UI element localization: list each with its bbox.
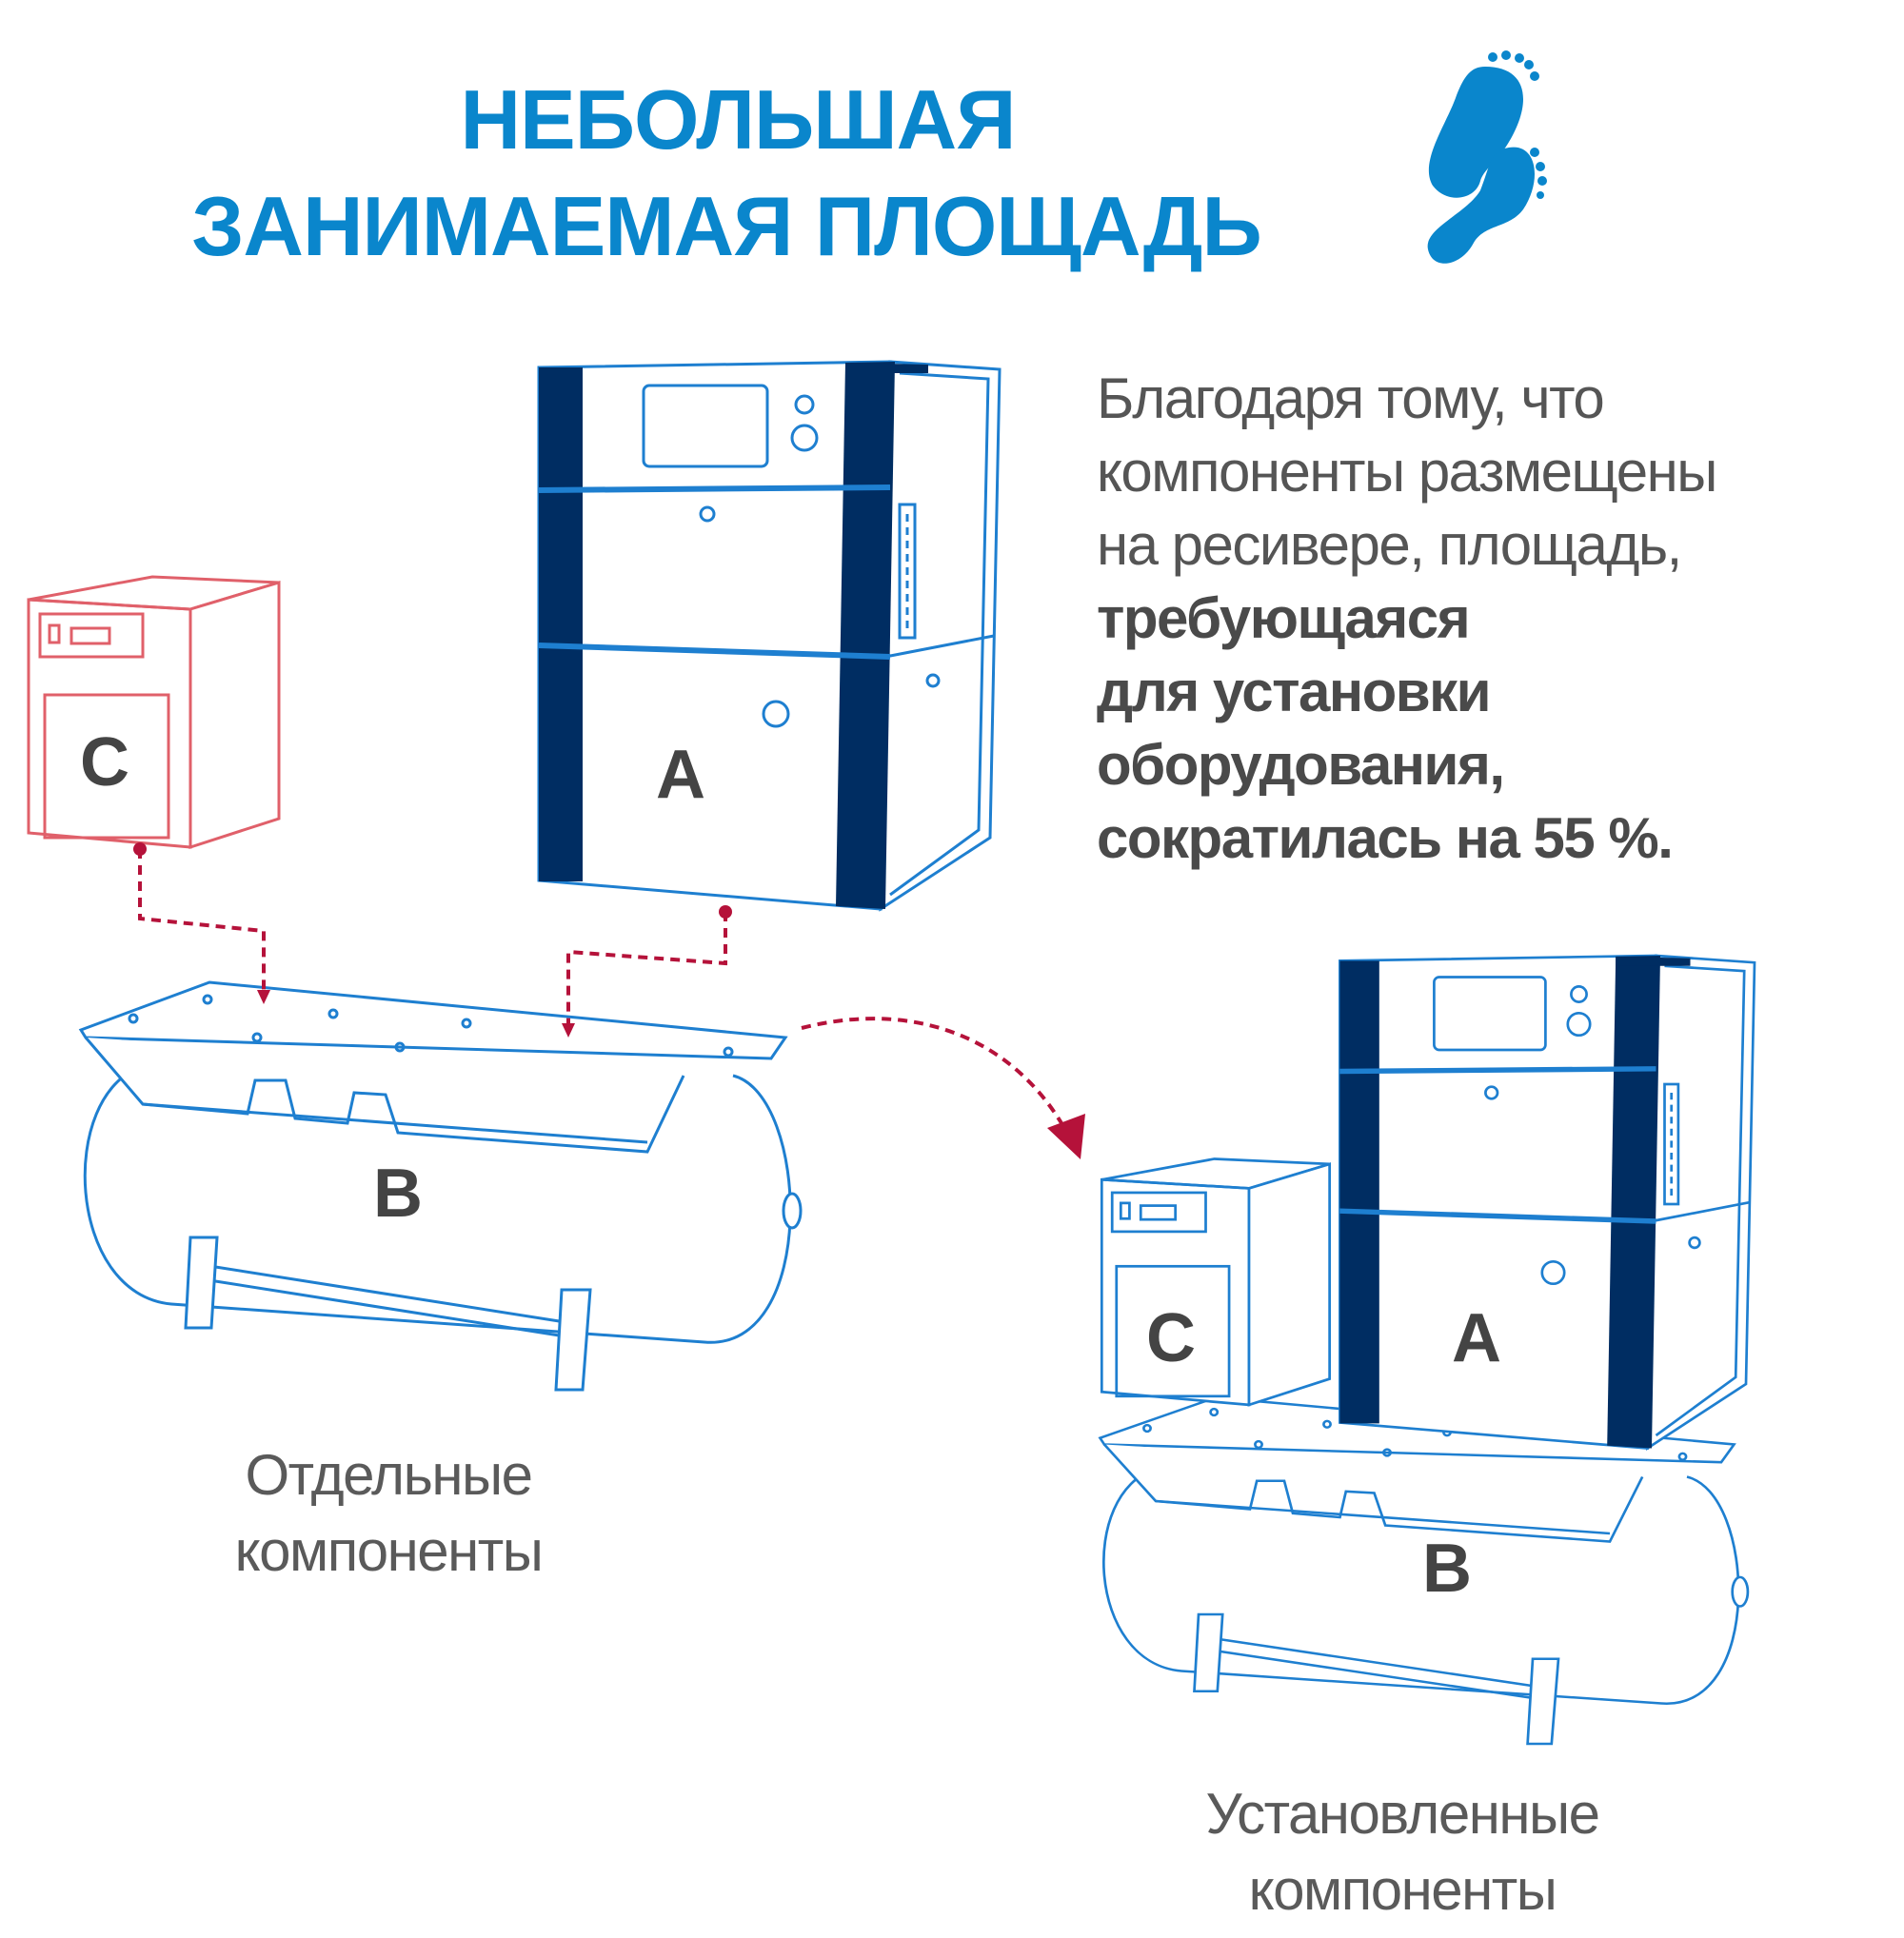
caption-line: компоненты <box>234 1519 544 1583</box>
arrowheads <box>133 842 1085 1159</box>
footprints-icon <box>1427 50 1547 264</box>
title-line-1: НЕБОЛЬШАЯ <box>460 72 1017 167</box>
description-line: компоненты размещены <box>1097 440 1717 504</box>
caption-line: Установленные <box>1205 1782 1600 1846</box>
description-line-bold: сократилась на 55 %. <box>1097 806 1674 870</box>
label-receiver: B <box>373 1156 423 1232</box>
compressor-installed: A <box>1339 956 1755 1449</box>
label-dryer: C <box>80 724 129 801</box>
caption-separate-components: Отдельные компоненты <box>150 1437 626 1590</box>
receiver-installed: B <box>1099 1395 1750 1746</box>
description-line: Благодаря тому, что <box>1097 366 1605 430</box>
caption-installed-components: Установленные компоненты <box>1117 1776 1688 1928</box>
caption-line: Отдельные <box>245 1443 533 1507</box>
label-dryer-installed: C <box>1146 1300 1196 1376</box>
label-compressor: A <box>656 737 705 813</box>
description-line-bold: оборудования, <box>1097 733 1505 797</box>
dryer-installed: C <box>1100 1157 1331 1407</box>
description-text: Благодаря тому, что компоненты размещены… <box>1097 362 1717 875</box>
description-line-bold: требующаяся <box>1097 586 1471 650</box>
compressor-separate: A <box>539 362 1000 909</box>
title-line-2: ЗАНИМАЕМАЯ ПЛОЩАДЬ <box>191 179 1261 273</box>
connector-arrows <box>138 849 1063 1125</box>
label-compressor-installed: A <box>1452 1300 1501 1376</box>
dryer-separate: C <box>27 575 281 849</box>
label-receiver-installed: B <box>1422 1531 1472 1607</box>
description-line: на ресивере, площадь, <box>1097 513 1682 577</box>
receiver-separate: B <box>79 980 803 1392</box>
description-line-bold: для установки <box>1097 660 1492 723</box>
caption-line: компоненты <box>1248 1858 1557 1922</box>
